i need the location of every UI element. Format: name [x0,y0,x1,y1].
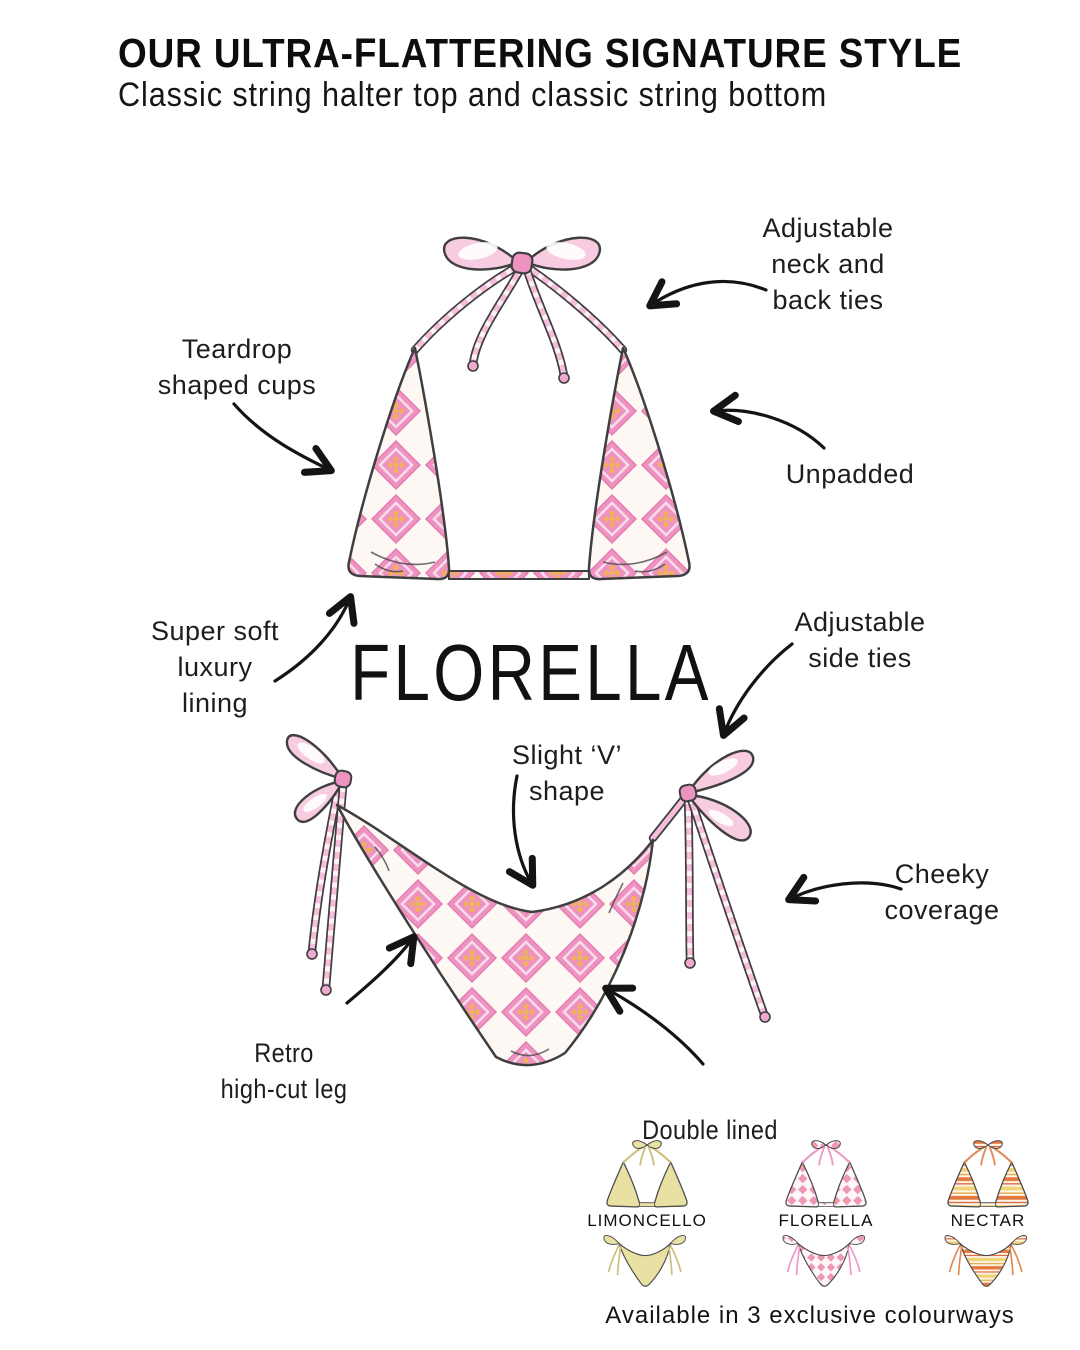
limoncello-top-swatch [605,1140,689,1208]
colorway-label-limoncello: LIMONCELLO [587,1211,707,1230]
nectar-bottom-swatch [944,1234,1028,1287]
annotation-cheeky-coverage: Cheeky coverage [884,859,1000,926]
annotation-teardrop-cups: Teardrop shaped cups [157,334,317,401]
colorway-limoncello: LIMONCELLO [567,1140,727,1297]
annotation-v-shape: Slight ‘V’ shape [511,740,623,807]
right-cup [587,346,691,581]
annotation-side-ties: Adjustable side ties [794,607,926,674]
page-title: OUR ULTRA-FLATTERING SIGNATURE STYLE [118,30,963,76]
annotation-retro-leg: Retro high-cut leg [220,1038,348,1105]
annotation-neck-ties: Adjustable neck and back ties [762,213,894,316]
bow-tails [467,265,570,384]
page-subtitle: Classic string halter top and classic st… [118,76,828,114]
neck-bow [442,236,602,275]
left-cup [347,346,451,581]
annotation-unpadded: Unpadded [785,459,915,489]
left-side-tie [285,734,353,996]
product-title: FLORELLA [350,628,712,717]
annotation-luxury-lining: Super soft luxury lining [150,616,280,719]
limoncello-bottom-swatch [603,1234,687,1287]
halter-straps [410,260,628,355]
colorway-nectar: NECTAR [908,1140,1068,1297]
availability-note: Available in 3 exclusive colourways [605,1302,1015,1329]
fabric-wrinkles [370,551,668,573]
colorway-label-florella: FLORELLA [778,1211,874,1230]
bikini-bottom-illustration [285,734,771,1067]
right-side-tie [648,749,771,1023]
nectar-top-swatch [946,1140,1030,1208]
fabric-wrinkles [374,846,624,1057]
annotation-double-lined: Double lined [642,1115,778,1146]
florella-top-swatch [784,1140,868,1208]
bikini-top-illustration [347,236,691,581]
underband [448,570,590,580]
colorway-label-nectar: NECTAR [950,1211,1026,1230]
colorway-florella: FLORELLA [746,1140,906,1297]
bottom-garment [335,803,655,1067]
florella-bottom-swatch [782,1234,866,1287]
